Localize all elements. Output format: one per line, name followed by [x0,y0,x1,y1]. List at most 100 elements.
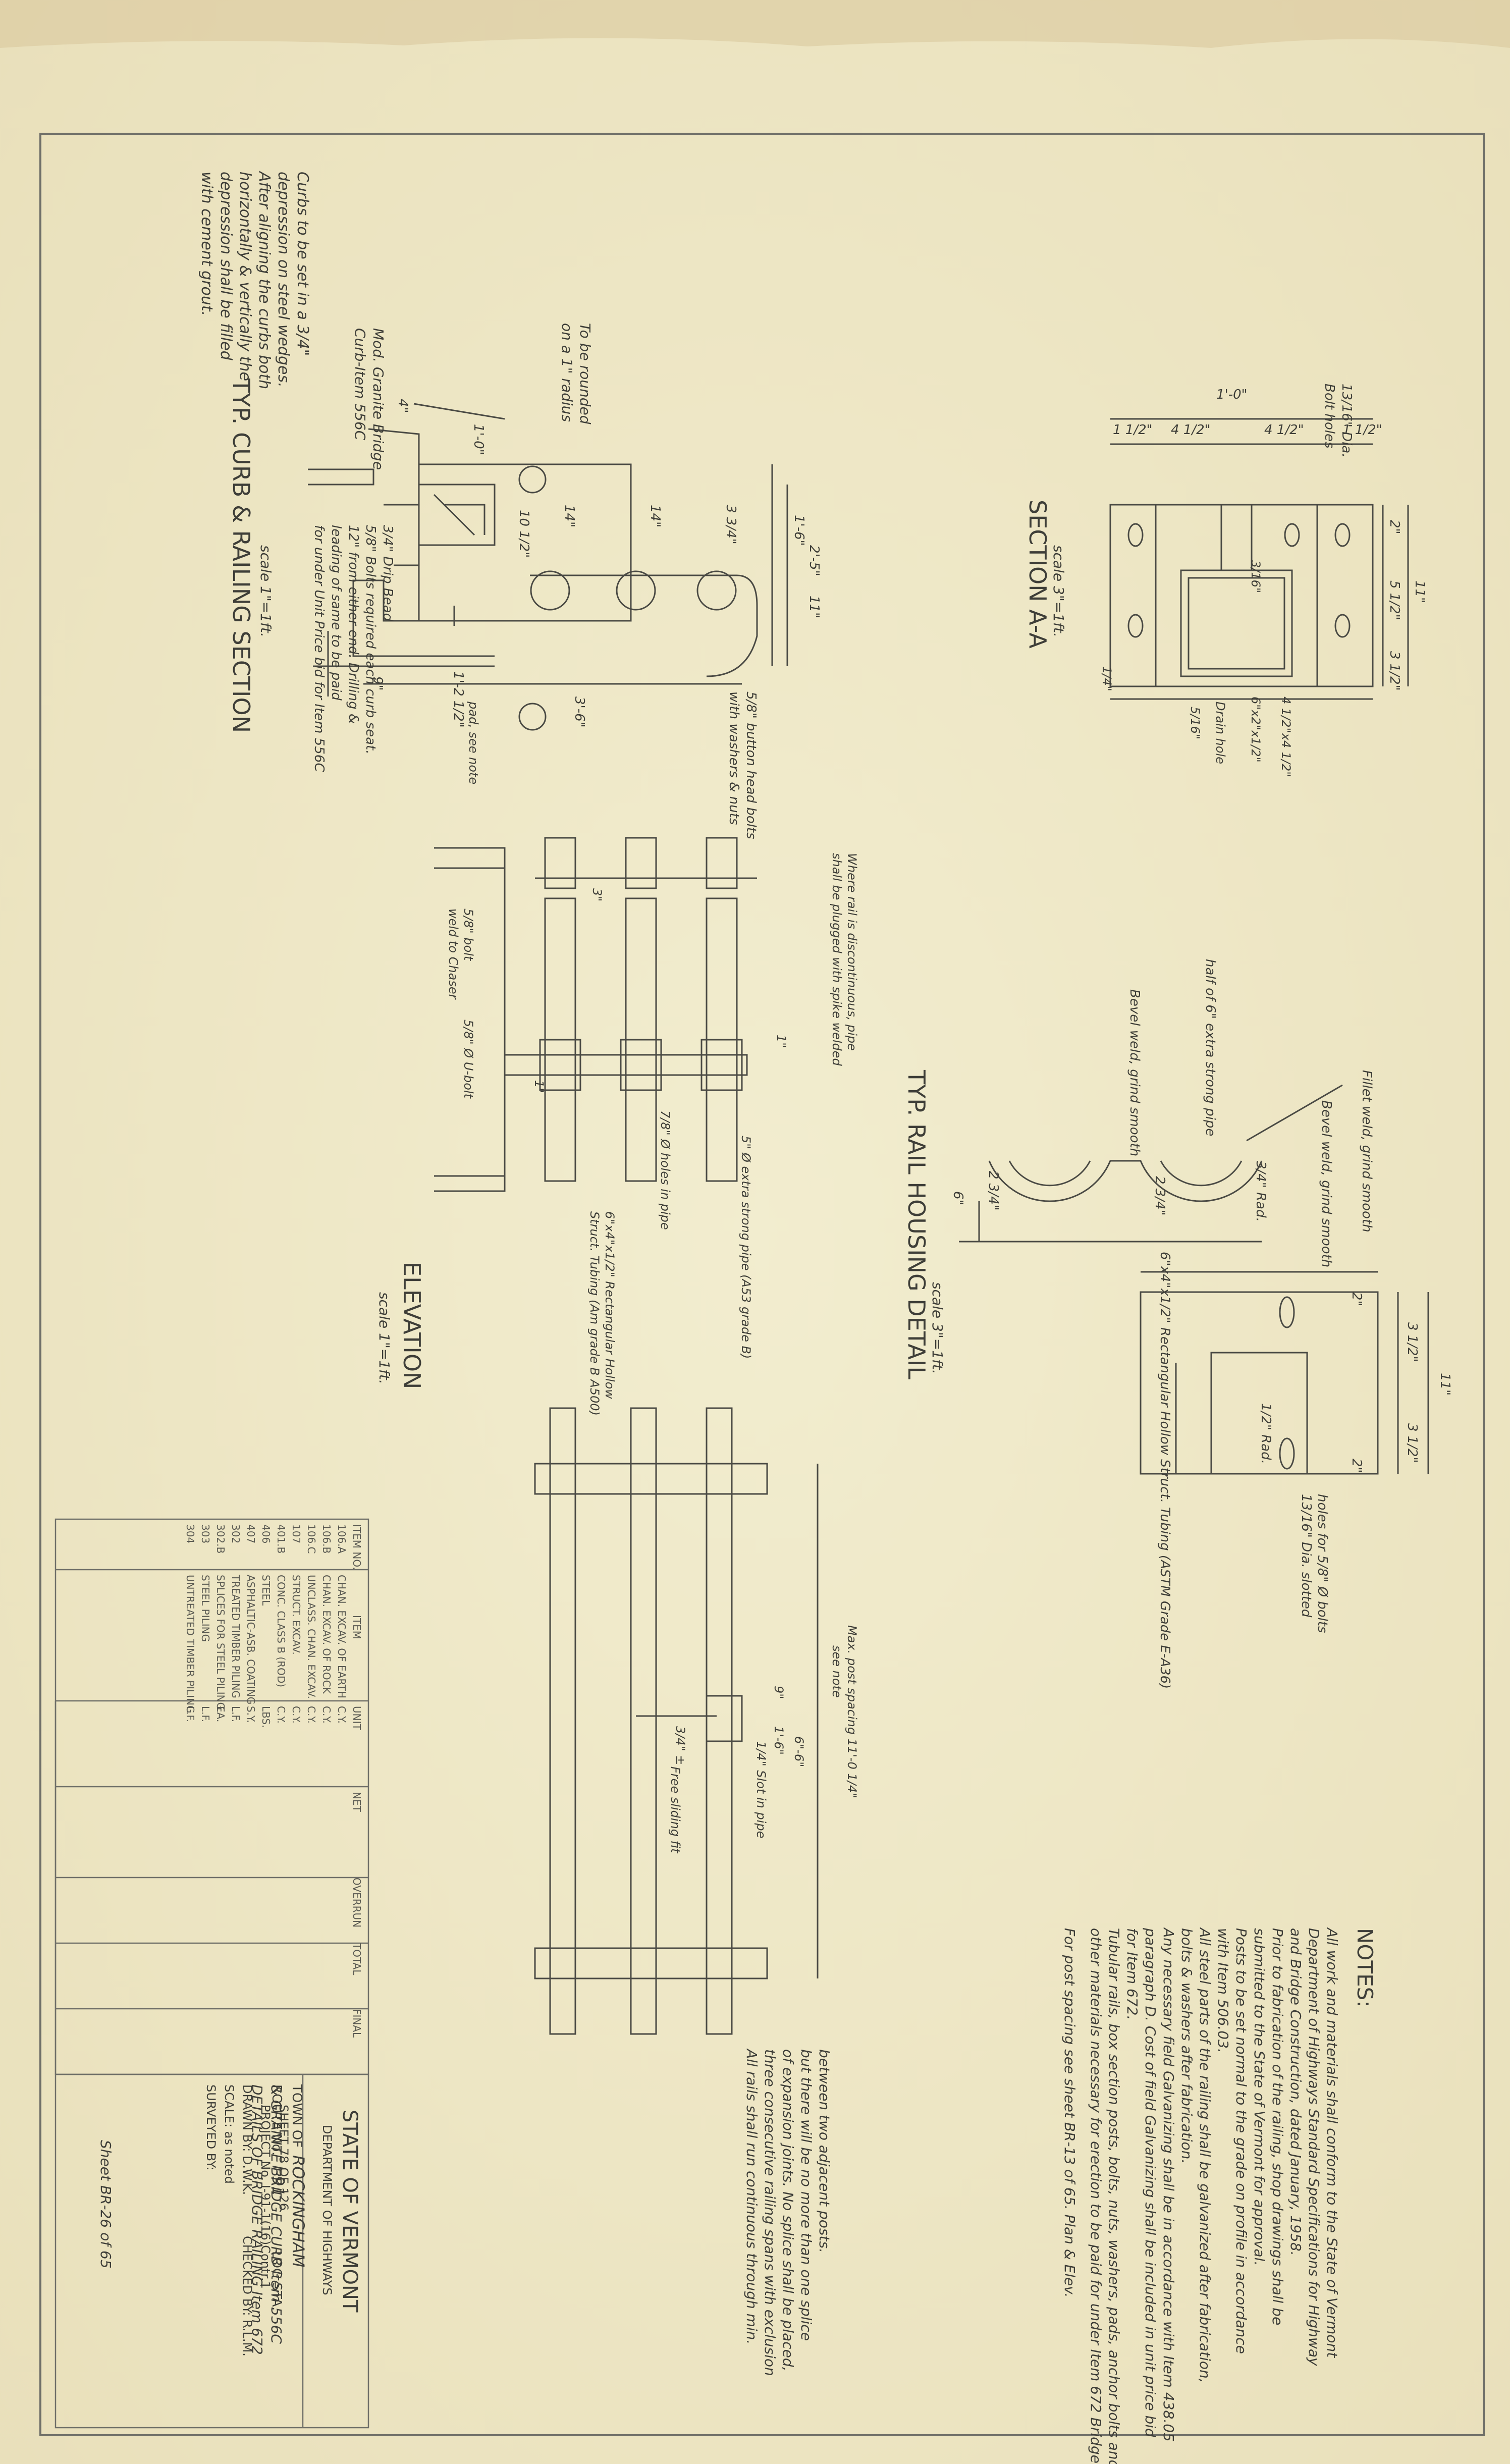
elev-weld: weld to Chaser [446,908,460,1000]
rh-half-pipe: half of 6" extra strong pipe [1203,959,1218,1136]
tb-dept: DEPARTMENT OF HIGHWAYS [320,2125,334,2295]
elev-tube-1: 6"x4"x1/2" Rectangular Hollow [603,1211,617,1399]
qty-row-7-no: 407 [245,1524,257,1543]
drip-bead-label: 3/4" Drip Bead [380,525,395,622]
qty-header-item-no: ITEM NO. [351,1524,363,1570]
dim-9: 9" [370,676,385,691]
qty-row-8-no: 302 [230,1524,242,1543]
dim-3-75: 3 3/4" [723,505,738,545]
rh-dim-2a: 2" [1349,1292,1364,1307]
granite-curb-label-1: Mod. Granite Bridge [370,328,387,470]
qty-row-5-unit: C.Y. [275,1706,287,1724]
section-aa-scale: scale 3"=1ft. [1050,545,1067,637]
rail-note-3: of expansion joints. No splice shall be … [780,2049,796,2372]
dim-1-0: 1'-0" [471,424,486,455]
curb-section-title: TYP. CURB & RAILING SECTION [228,378,255,733]
anchor-bolts-1: 5/8" Bolts required each curb seat. [363,525,378,755]
rh-tube-note: 6"x4"x1/2" Rectangular Hollow Struct. Tu… [1157,1252,1172,1689]
aa-dim-1-5a: 1 1/2" [1113,422,1153,438]
elev-holes: 7/8" Ø holes in pipe [658,1110,672,1230]
curb-note-3: After aligning the curbs both [255,171,273,389]
dim-14a: 14" [562,505,577,527]
note-line-10: Any necessary field Galvanizing shall be… [1160,1927,1177,2442]
elevation-title: ELEVATION [398,1262,425,1389]
curb-note-2: depression on steel wedges. [275,172,292,388]
title-block [55,2073,369,2429]
qty-row-6-item: STEEL [260,1575,272,1606]
qty-row-9-no: 302.B [214,1524,227,1554]
anchor-bolts-2: 12" from either end. Drilling & [346,525,361,724]
rh-bevel-2: Bevel weld, grind smooth [1319,1100,1334,1267]
qty-header-overrun: OVERRUN [351,1878,363,1927]
aa-label-plate: 6"x2"x1/2" [1249,697,1263,763]
tb-route-label: ROUTE No. [269,2084,284,2156]
qty-row-2-no: 106.B [320,1524,333,1554]
tb-project: PROJECT No. I-91-1(16)Contr.1 [258,2105,273,2289]
tb-sheet-br: Sheet BR-26 of 65 [97,2140,114,2269]
curb-note-1: Curbs to be set in a 3/4" [294,172,311,356]
plan-dim-9: 9" [772,1686,786,1699]
rail-note-2: three consecutive railing spans with exc… [762,2049,778,2376]
rh-dim-2b: 2" [1349,1459,1364,1473]
qty-row-3-unit: C.Y. [305,1706,317,1724]
rh-rad-12: 1/2" Rad. [1258,1403,1273,1464]
dim-3-6: 3'-6" [572,697,587,728]
anchor-bolts-4: for under Unit Price bid for Item 556C [311,525,327,772]
section-aa-title: SECTION A-A [1024,500,1051,649]
aa-dim-5-5: 5 1/2" [1387,580,1402,620]
qty-row-7-item: ASPHALTIC-ASB. COATING [245,1575,257,1704]
aa-dim-4-5a: 4 1/2" [1171,422,1211,438]
section-aa-drawing [1109,418,1409,700]
rh-dim-35b: 3 1/2" [1405,1423,1420,1463]
elev-discont-2: shall be plugged with spike welded [830,853,844,1066]
qty-row-4-no: 107 [290,1524,302,1543]
note-line-1: All work and materials shall conform to … [1324,1927,1340,2358]
qty-row-9-item: SPLICES FOR STEEL PILING [214,1575,227,1710]
qty-row-4-unit: C.Y. [290,1706,302,1724]
qty-row-2-unit: C.Y. [320,1706,333,1724]
qty-row-4-item: STRUCT. EXCAV. [290,1575,302,1655]
round-note-2: on a 1" radius [559,323,575,422]
rh-dim-234b: 2 3/4" [986,1171,1001,1211]
qty-row-11-unit: L.F. [184,1706,196,1722]
curb-note-6: with cement grout. [198,172,215,316]
aa-label-tube: 4 1/2"x4 1/2" [1279,697,1293,777]
note-line-14: other materials necessary for erection t… [1088,1928,1104,2464]
rh-dim-6: 6" [950,1191,965,1206]
tb-scale: SCALE: as noted [222,2084,236,2184]
qty-row-6-unit: LBS. [260,1706,272,1728]
rail-note-5: between two adjacent posts. [816,2049,833,2253]
rh-dim-11: 11" [1437,1373,1452,1396]
rail-housing-drawing [959,1084,1429,1475]
notes-heading: NOTES: [1353,1928,1377,2007]
note-line-12: for Item 672. [1124,1928,1141,2020]
qty-row-1-item: CHAN. EXCAV. OF EARTH [336,1575,348,1698]
dim-1-6: 1'-6" [791,515,806,546]
qty-row-7-unit: S.Y. [245,1706,257,1723]
plan-slot: 1/4" Slot in pipe [754,1741,768,1838]
rh-slot-2: holes for 5/8" Ø bolts [1315,1494,1330,1633]
aa-bolt-note-1: 13/16" Dia. [1339,384,1354,458]
qty-header-unit: UNIT [351,1706,363,1730]
aa-dim-2: 2" [1387,520,1402,534]
qty-row-10-item: STEEL PILING [199,1575,211,1642]
note-line-5: submitted to the State of Vermont for ap… [1251,1928,1268,2266]
rh-fillet: Fillet weld, grind smooth [1359,1070,1374,1233]
qty-row-1-unit: C.Y. [336,1706,348,1724]
aa-dim-11: 11" [1412,580,1427,603]
qty-row-6-no: 406 [260,1524,272,1543]
tb-log-sta: LOG STA. [269,2251,284,2311]
rh-dim-234a: 2 3/4" [1152,1176,1167,1216]
qty-row-8-unit: L.F. [230,1706,242,1722]
curb-note-5: depression shall be filled [217,172,235,361]
plan-drawing [534,1407,819,2035]
tb-route: I-91 [268,2165,288,2197]
elev-discont-1: Where rail is discontinuous, pipe [845,853,859,1051]
elevation-scale: scale 1"=1ft. [376,1292,393,1384]
note-line-15: For post spacing see sheet BR-13 of 65. … [1061,1928,1078,2297]
pad-note: pad, see note [466,701,480,784]
granite-curb-label-2: Curb-Item 556C [352,328,368,441]
tb-title-2: & GRANITE BRIDGE CURB Item 556C [268,2084,285,2344]
elev-tube-2: Struct. Tubing (Am grade B A500) [587,1211,602,1416]
